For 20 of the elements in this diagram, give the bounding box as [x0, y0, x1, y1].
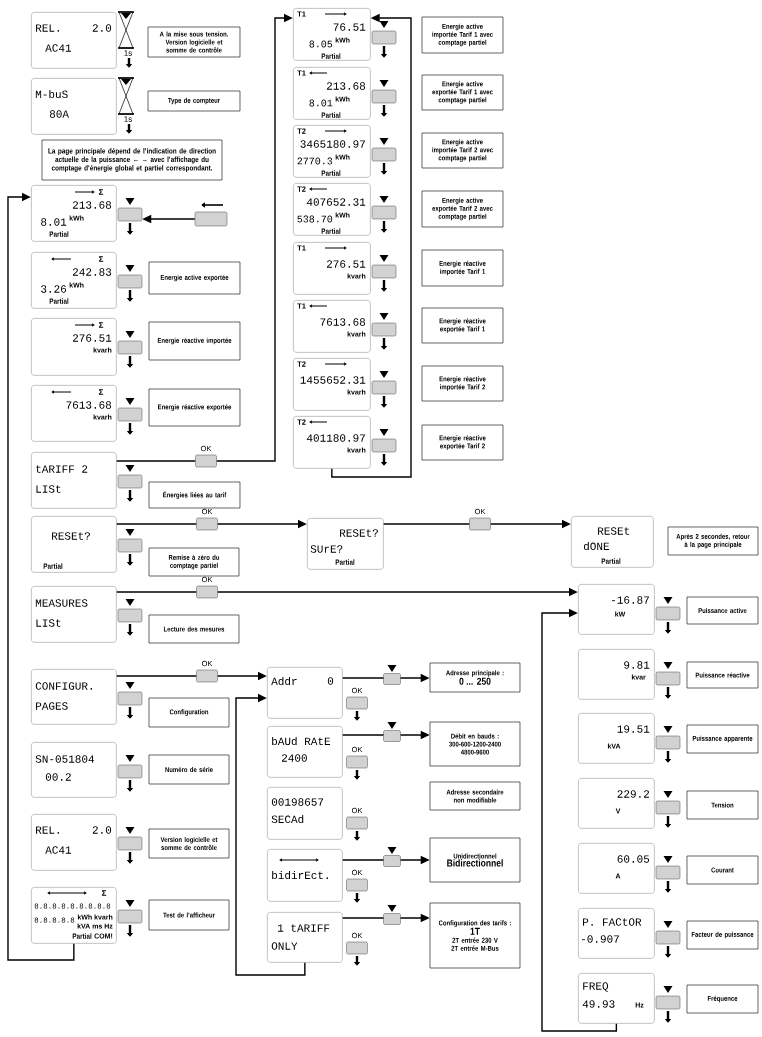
- connector-arrow: [235, 693, 306, 976]
- lcd-screen: REL. 2.0 AC41: [31, 814, 117, 871]
- duration-label: 1s: [124, 116, 132, 122]
- duration-label: 1s: [124, 50, 132, 56]
- lcd-screen: MEASURES LISt: [31, 586, 117, 643]
- lcd-screen: Addr 0: [267, 667, 343, 719]
- back-button: [194, 202, 228, 227]
- lcd-screen: tARIFF 2 LISt: [31, 452, 117, 509]
- lcd-screen: REL. 2.0 AC41: [31, 12, 117, 69]
- lcd-screen: 1 tARIFF ONLY: [267, 912, 343, 963]
- connector-arrow: [541, 608, 618, 1032]
- lcd-screen: SN-051804 00.2: [31, 742, 117, 798]
- lcd-screen: M-buS 80A: [31, 78, 117, 135]
- connector-arrow: [7, 192, 75, 961]
- lcd-screen: bidirEct.: [267, 849, 343, 902]
- lcd-screen: CONFIGUR. PAGES: [31, 669, 117, 725]
- button: [117, 207, 143, 222]
- lcd-screen: 00198657 SECAd: [267, 787, 343, 840]
- lcd-screen: bAUd RAtE 2400: [267, 726, 343, 778]
- lcd-screen: P. FACtOR -0.907: [578, 908, 655, 959]
